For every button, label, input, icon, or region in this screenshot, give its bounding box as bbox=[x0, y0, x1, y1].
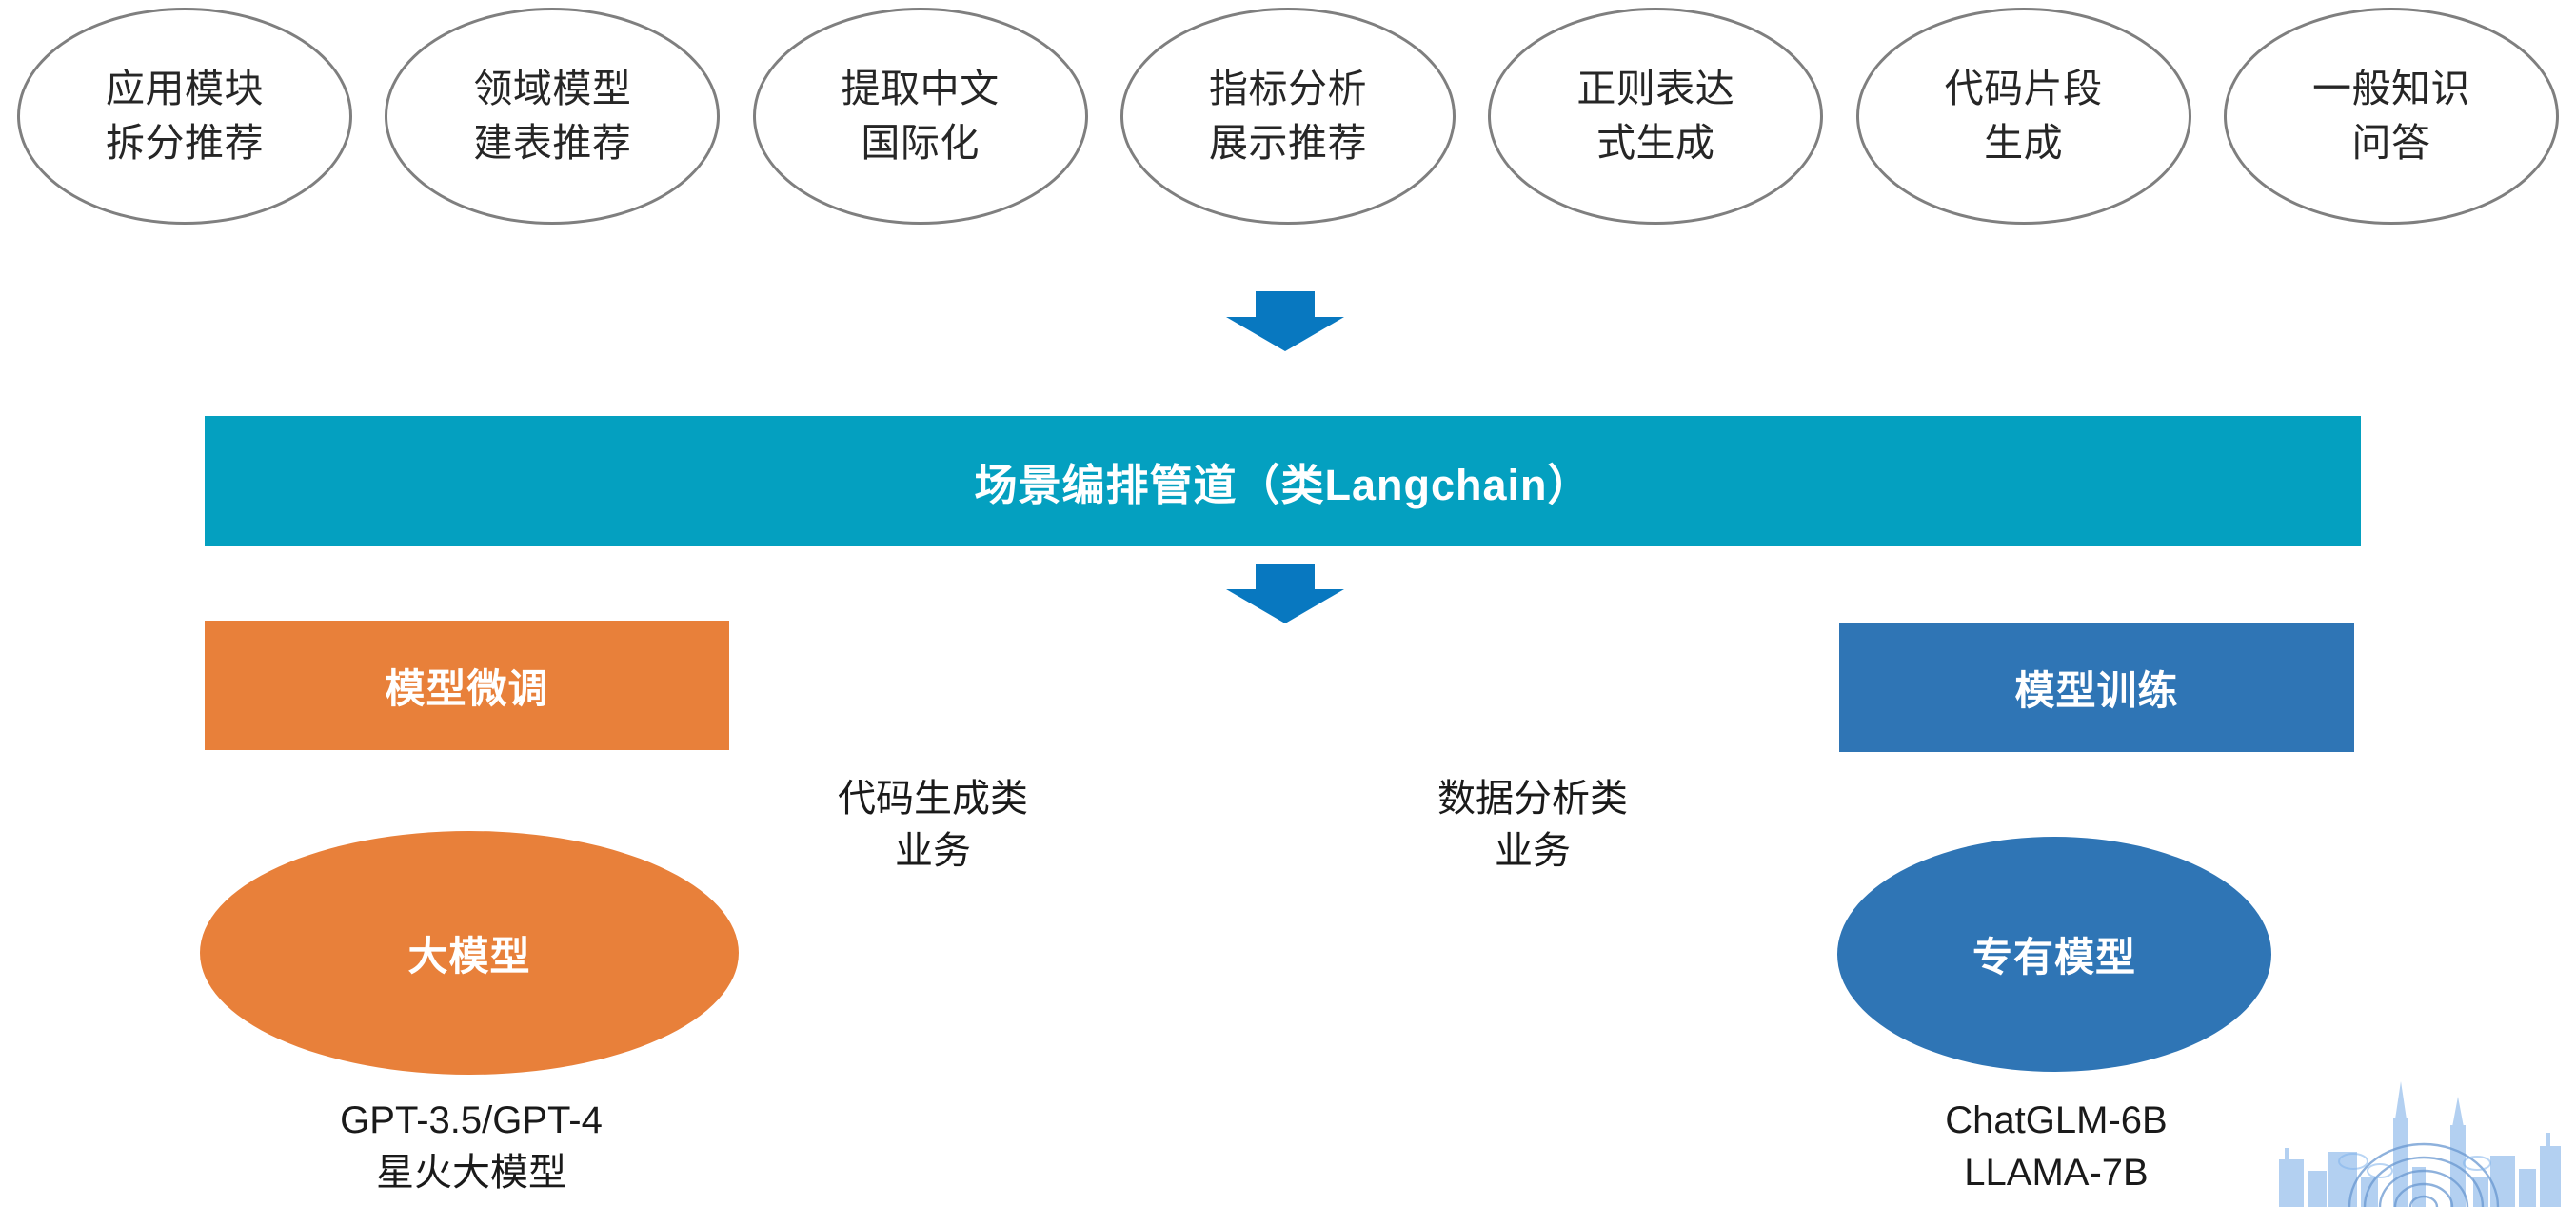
scenario-ellipse-domain-model-table[interactable]: 领域模型 建表推荐 bbox=[385, 8, 721, 225]
business-category-line1: 代码生成类 bbox=[838, 778, 1028, 820]
private-model-label: 专有模型 bbox=[1972, 935, 2136, 979]
scenario-ellipse-metric-analysis[interactable]: 指标分析 展示推荐 bbox=[1120, 8, 1456, 225]
business-category-line1: 数据分析类 bbox=[1437, 778, 1628, 820]
business-category-line2: 业务 bbox=[895, 829, 971, 872]
model-finetune-box[interactable]: 模型微调 bbox=[205, 621, 729, 750]
left-model-name-1: GPT-3.5/GPT-4 bbox=[340, 1099, 603, 1141]
scenario-ellipse-row: 应用模块 拆分推荐 领域模型 建表推荐 提取中文 国际化 指标分析 展示推荐 正… bbox=[17, 8, 2559, 227]
big-model-ellipse[interactable]: 大模型 bbox=[200, 831, 739, 1075]
business-category-code-generation: 代码生成类 业务 bbox=[733, 773, 1133, 878]
scenario-label-line1: 领域模型 bbox=[473, 67, 632, 111]
left-model-names: GPT-3.5/GPT-4 星火大模型 bbox=[219, 1095, 723, 1199]
scenario-label-line1: 应用模块 bbox=[106, 67, 264, 111]
left-model-name-2: 星火大模型 bbox=[376, 1151, 566, 1194]
private-model-ellipse[interactable]: 专有模型 bbox=[1837, 837, 2271, 1072]
arrow-down-icon bbox=[1226, 564, 1344, 623]
big-model-label: 大模型 bbox=[407, 933, 531, 979]
right-model-name-2: LLAMA-7B bbox=[1964, 1151, 2149, 1194]
scenario-ellipse-app-module-split[interactable]: 应用模块 拆分推荐 bbox=[17, 8, 352, 225]
pipeline-label: 场景编排管道（类Langchain） bbox=[974, 461, 1592, 509]
right-model-names: ChatGLM-6B LLAMA-7B bbox=[1837, 1095, 2275, 1199]
right-model-name-1: ChatGLM-6B bbox=[1945, 1099, 2168, 1141]
arrow-head bbox=[1226, 317, 1344, 351]
business-category-line2: 业务 bbox=[1495, 829, 1571, 872]
scenario-label-line1: 一般知识 bbox=[2311, 67, 2470, 111]
business-category-data-analysis: 数据分析类 业务 bbox=[1333, 773, 1733, 878]
scenario-label-line2: 国际化 bbox=[861, 121, 980, 165]
arrow-head bbox=[1226, 589, 1344, 623]
scenario-label-line2: 建表推荐 bbox=[473, 121, 632, 165]
scenario-label-line1: 正则表达 bbox=[1576, 67, 1735, 111]
city-skyline-watermark-icon bbox=[2279, 1081, 2561, 1207]
scenario-label-line2: 问答 bbox=[2351, 121, 2431, 165]
arrow-shaft bbox=[1256, 564, 1315, 592]
scenario-ellipse-general-qa[interactable]: 一般知识 问答 bbox=[2223, 8, 2559, 225]
scenario-label-line2: 展示推荐 bbox=[1208, 121, 1367, 165]
scenario-label-line2: 式生成 bbox=[1596, 121, 1715, 165]
scenario-label-line1: 代码片段 bbox=[1944, 67, 2103, 111]
scenario-label-line2: 拆分推荐 bbox=[106, 121, 264, 165]
scenario-ellipse-code-snippet[interactable]: 代码片段 生成 bbox=[1855, 8, 2191, 225]
model-finetune-label: 模型微调 bbox=[385, 665, 549, 711]
pipeline-bar[interactable]: 场景编排管道（类Langchain） bbox=[205, 416, 2361, 546]
scenario-label-line2: 生成 bbox=[1984, 121, 2064, 165]
model-training-box[interactable]: 模型训练 bbox=[1839, 623, 2354, 752]
scenario-ellipse-chinese-i18n[interactable]: 提取中文 国际化 bbox=[752, 8, 1088, 225]
scenario-label-line1: 指标分析 bbox=[1208, 67, 1367, 111]
scenario-label-line1: 提取中文 bbox=[841, 67, 1000, 111]
arrow-shaft bbox=[1256, 291, 1315, 320]
scenario-ellipse-regex-generation[interactable]: 正则表达 式生成 bbox=[1488, 8, 1824, 225]
arrow-down-icon bbox=[1226, 291, 1344, 351]
model-training-label: 模型训练 bbox=[2014, 667, 2179, 713]
